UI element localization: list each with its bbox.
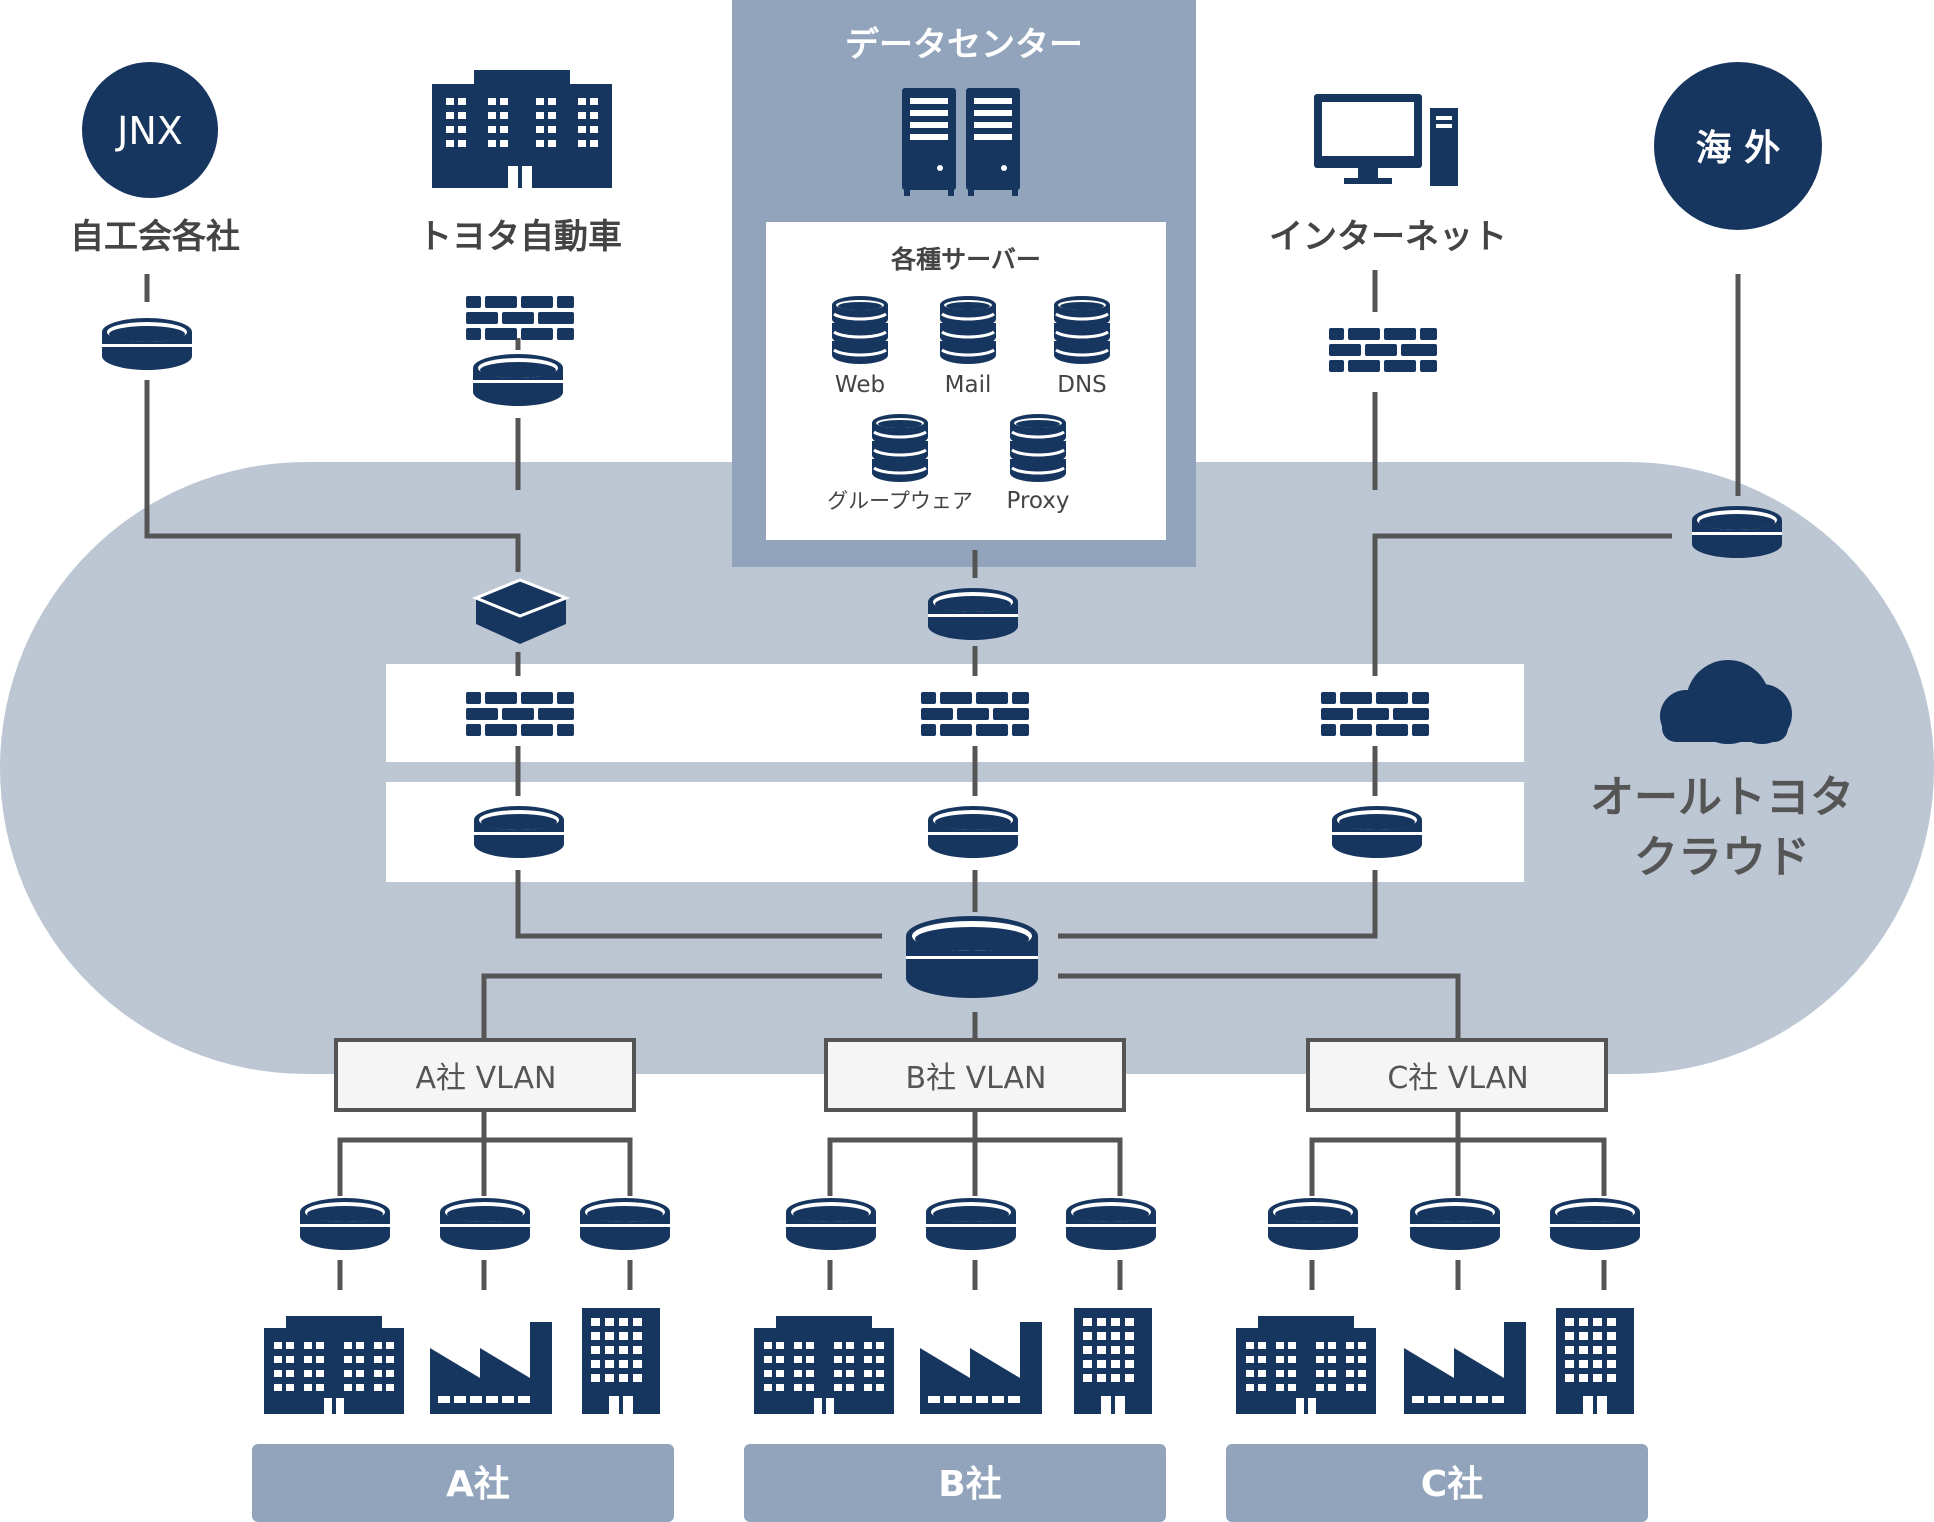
company-b-badge — [744, 1444, 1166, 1522]
factory-icon — [920, 1322, 1042, 1414]
vlan-c-box — [1306, 1038, 1608, 1112]
firewall-icon — [1329, 328, 1437, 372]
internet-caption: インターネット — [1269, 217, 1507, 257]
router-icon — [1692, 506, 1782, 558]
company-c-label: C社 — [1421, 1464, 1483, 1505]
vlan-a-box — [334, 1038, 636, 1112]
server-proxy-label: Proxy — [1006, 488, 1069, 514]
router-icon — [906, 916, 1038, 998]
database-icon — [830, 294, 890, 366]
router-icon — [580, 1198, 670, 1250]
router-icon — [786, 1198, 876, 1250]
database-icon — [870, 412, 930, 484]
router-icon — [1066, 1198, 1156, 1250]
router-icon — [102, 318, 192, 370]
server-list-box — [766, 222, 1166, 540]
company-a-badge — [252, 1444, 674, 1522]
firewall-icon — [466, 296, 574, 340]
jnx-node — [82, 62, 218, 198]
servers-title: 各種サーバー — [890, 245, 1041, 274]
toyota-caption: トヨタ自動車 — [418, 217, 622, 257]
tower-building-icon — [582, 1308, 660, 1414]
connection-lines — [144, 270, 1741, 1290]
router-icon — [300, 1198, 390, 1250]
vlan-c-label: C社 VLAN — [1387, 1061, 1528, 1096]
router-icon — [440, 1198, 530, 1250]
office-building-icon — [754, 1316, 894, 1414]
building-icon — [432, 70, 612, 188]
cloud-icon — [1660, 660, 1792, 744]
company-a-label: A社 — [446, 1464, 510, 1505]
router-icon — [928, 588, 1018, 640]
server-dns-label: DNS — [1057, 372, 1107, 398]
router-icon — [474, 806, 564, 858]
company-c-badge — [1226, 1444, 1648, 1522]
jnx-caption: 自工会各社 — [70, 217, 240, 257]
vlan-b-box — [824, 1038, 1126, 1112]
overseas-node — [1654, 62, 1822, 230]
switch-icon — [472, 578, 571, 644]
server-mail-label: Mail — [945, 372, 992, 398]
desktop-computer-icon — [1314, 94, 1458, 186]
router-icon — [1332, 806, 1422, 858]
database-icon — [1008, 412, 1068, 484]
router-icon — [1550, 1198, 1640, 1250]
database-icon — [938, 294, 998, 366]
jnx-label: JNX — [115, 109, 183, 153]
company-b-label: B社 — [938, 1464, 1001, 1505]
router-icon — [926, 1198, 1016, 1250]
router-icon — [928, 806, 1018, 858]
router-icon — [473, 354, 563, 406]
cloud-label-line2: クラウド — [1634, 832, 1810, 883]
router-icon — [1268, 1198, 1358, 1250]
vlan-b-label: B社 VLAN — [905, 1061, 1046, 1096]
server-web-label: Web — [835, 372, 885, 398]
vlan-a-label: A社 VLAN — [416, 1061, 557, 1096]
cloud-label-line1: オールトヨタ — [1590, 772, 1854, 823]
server-rack-icon — [902, 88, 1020, 196]
office-building-icon — [1236, 1316, 1376, 1414]
factory-icon — [430, 1322, 552, 1414]
router-icon — [1410, 1198, 1500, 1250]
database-icon — [1052, 294, 1112, 366]
overseas-label: 海 外 — [1696, 128, 1781, 169]
tower-building-icon — [1556, 1308, 1634, 1414]
datacenter-title: データセンター — [845, 25, 1083, 65]
factory-icon — [1404, 1322, 1526, 1414]
office-building-icon — [264, 1316, 404, 1414]
tower-building-icon — [1074, 1308, 1152, 1414]
server-groupware-label: グループウェア — [827, 489, 973, 513]
